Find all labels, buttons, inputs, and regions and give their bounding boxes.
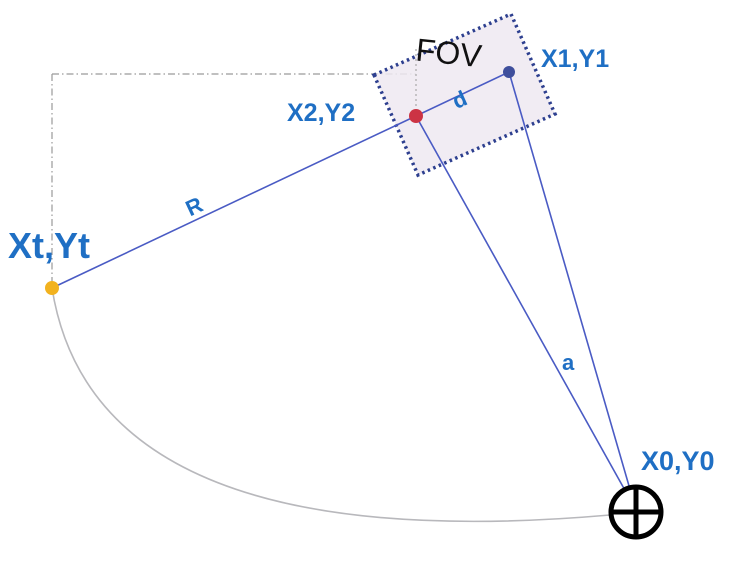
fov-label: FOV (414, 32, 484, 75)
line-a (508, 71, 637, 511)
line-origin-to-p2 (415, 115, 637, 511)
fov-box (371, 11, 558, 178)
point-target (45, 281, 59, 295)
target-label: Xt,Yt (8, 225, 90, 266)
point-p1 (503, 66, 515, 78)
point-p2 (409, 109, 423, 123)
origin-label: X0,Y0 (641, 446, 715, 476)
crosshair-circle-icon (608, 484, 664, 540)
p1-label: X1,Y1 (541, 45, 609, 73)
line-r (51, 71, 510, 289)
p2-label: X2,Y2 (287, 99, 355, 127)
rotation-arc (51, 287, 611, 523)
a-label: a (562, 350, 575, 375)
